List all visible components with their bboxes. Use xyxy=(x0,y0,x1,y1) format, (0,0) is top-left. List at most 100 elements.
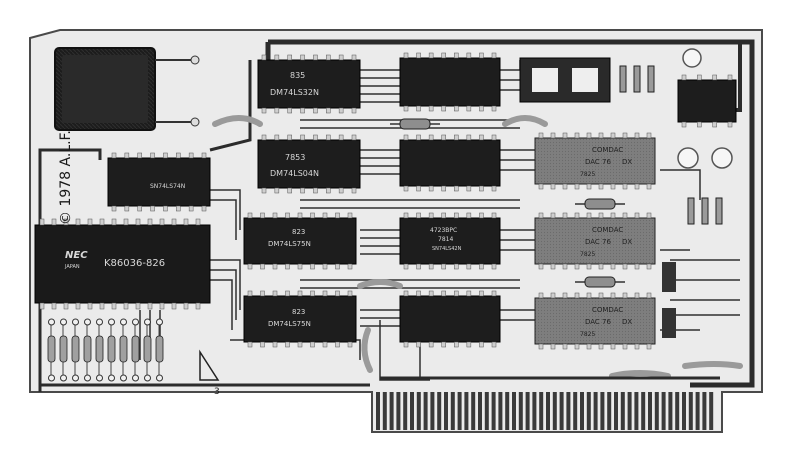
chip-pin xyxy=(261,54,267,61)
chip-pin xyxy=(466,212,472,219)
chip-pin xyxy=(297,212,303,219)
dac-chip-2: COMDAC DAC 76 DX 7825 xyxy=(534,217,656,265)
chip-pin xyxy=(466,134,472,141)
chip-pin xyxy=(171,218,177,226)
edge-finger xyxy=(518,392,523,430)
edge-finger xyxy=(471,392,476,430)
resistor xyxy=(95,335,104,363)
chip-pin xyxy=(622,263,628,270)
chip-pin xyxy=(646,292,652,299)
chip-pin xyxy=(338,107,344,114)
chip-pin xyxy=(274,187,280,194)
chip-pin xyxy=(313,107,318,114)
edge-finger xyxy=(539,392,544,430)
chip-socket-empty xyxy=(519,57,611,103)
chip-pin xyxy=(562,132,568,139)
chip-pin xyxy=(586,343,592,350)
chip-pin xyxy=(491,212,497,219)
chip-pin xyxy=(479,52,484,59)
chip-pin xyxy=(416,290,421,297)
chip-pin xyxy=(147,218,153,226)
chip-pin xyxy=(562,263,568,270)
chip-pin xyxy=(586,132,592,139)
svg-text:823: 823 xyxy=(292,308,305,316)
chip-pin xyxy=(479,134,484,141)
svg-text:DM74LS04N: DM74LS04N xyxy=(270,169,319,178)
edge-finger xyxy=(552,392,557,430)
chip-pin xyxy=(300,134,305,141)
chip-pin xyxy=(610,212,616,219)
edge-finger xyxy=(512,392,516,430)
chip-pin xyxy=(260,212,265,219)
svg-text:7853: 7853 xyxy=(285,153,305,162)
resistor xyxy=(71,335,80,363)
chip-pin xyxy=(335,341,340,348)
svg-text:K86036-826: K86036-826 xyxy=(104,258,165,269)
chip-pin xyxy=(441,185,446,192)
chip-pin xyxy=(681,74,687,81)
chip-small-right xyxy=(677,79,737,123)
svg-text:7814: 7814 xyxy=(438,236,453,243)
chip-pin xyxy=(195,302,201,310)
chip-pin xyxy=(610,292,616,299)
chip-pin xyxy=(598,292,604,299)
chip-pin xyxy=(428,134,434,141)
chip-pin xyxy=(454,263,459,270)
chip-pin xyxy=(622,292,628,299)
chip-pin xyxy=(428,212,434,219)
chip-mid-left-1: 7853 DM74LS04N xyxy=(257,139,361,189)
axial-resistors xyxy=(390,118,625,288)
chip-pin xyxy=(310,263,315,270)
chip-pin xyxy=(598,212,604,219)
chip-pin xyxy=(562,183,568,190)
chip-pin xyxy=(287,187,292,194)
chip-pin xyxy=(416,263,421,270)
chip-pin xyxy=(634,212,640,219)
svg-text:DAC 76: DAC 76 xyxy=(585,158,611,166)
chip-pin xyxy=(598,132,604,139)
chip-pin xyxy=(297,341,303,348)
right-connectors xyxy=(662,262,676,338)
svg-text:4723BPC: 4723BPC xyxy=(430,227,457,234)
chip-pin xyxy=(351,134,357,141)
chip-pin xyxy=(454,134,459,141)
chip-pin xyxy=(622,212,628,219)
edge-finger xyxy=(410,392,414,430)
chip-pin xyxy=(428,52,434,59)
svg-text:823: 823 xyxy=(292,228,305,236)
chip-pin xyxy=(416,52,421,59)
edge-finger xyxy=(580,392,584,430)
chip-pin xyxy=(351,187,357,194)
chip-pin xyxy=(403,52,409,59)
chip-pin xyxy=(111,218,117,226)
chip-pin xyxy=(326,134,331,141)
chip-pin xyxy=(87,302,93,310)
chip-pin xyxy=(441,341,446,348)
edge-finger xyxy=(478,392,482,430)
resistor xyxy=(131,335,140,363)
chip-pin xyxy=(538,263,544,270)
chip-pin xyxy=(416,105,421,112)
chip-pin xyxy=(285,290,290,297)
edge-finger xyxy=(682,392,686,430)
edge-finger xyxy=(464,392,469,430)
chip-pin xyxy=(574,212,580,219)
edge-finger xyxy=(498,392,503,430)
chip-pin xyxy=(574,263,580,270)
chip-pin xyxy=(441,105,446,112)
chip-pin xyxy=(335,263,340,270)
chip-pin xyxy=(479,185,484,192)
chip-pin xyxy=(646,132,652,139)
chip-pin xyxy=(326,187,331,194)
chip-pin xyxy=(466,263,472,270)
chip-pin xyxy=(171,302,177,310)
resistor-column-right xyxy=(619,65,723,225)
chip-pin xyxy=(697,121,702,128)
edge-finger xyxy=(546,392,550,430)
chip-pin xyxy=(272,263,278,270)
edge-finger xyxy=(648,392,652,430)
chip-pin xyxy=(454,290,459,297)
chip-pin xyxy=(697,74,702,81)
chip-pin xyxy=(285,212,290,219)
chip-pin xyxy=(403,134,409,141)
